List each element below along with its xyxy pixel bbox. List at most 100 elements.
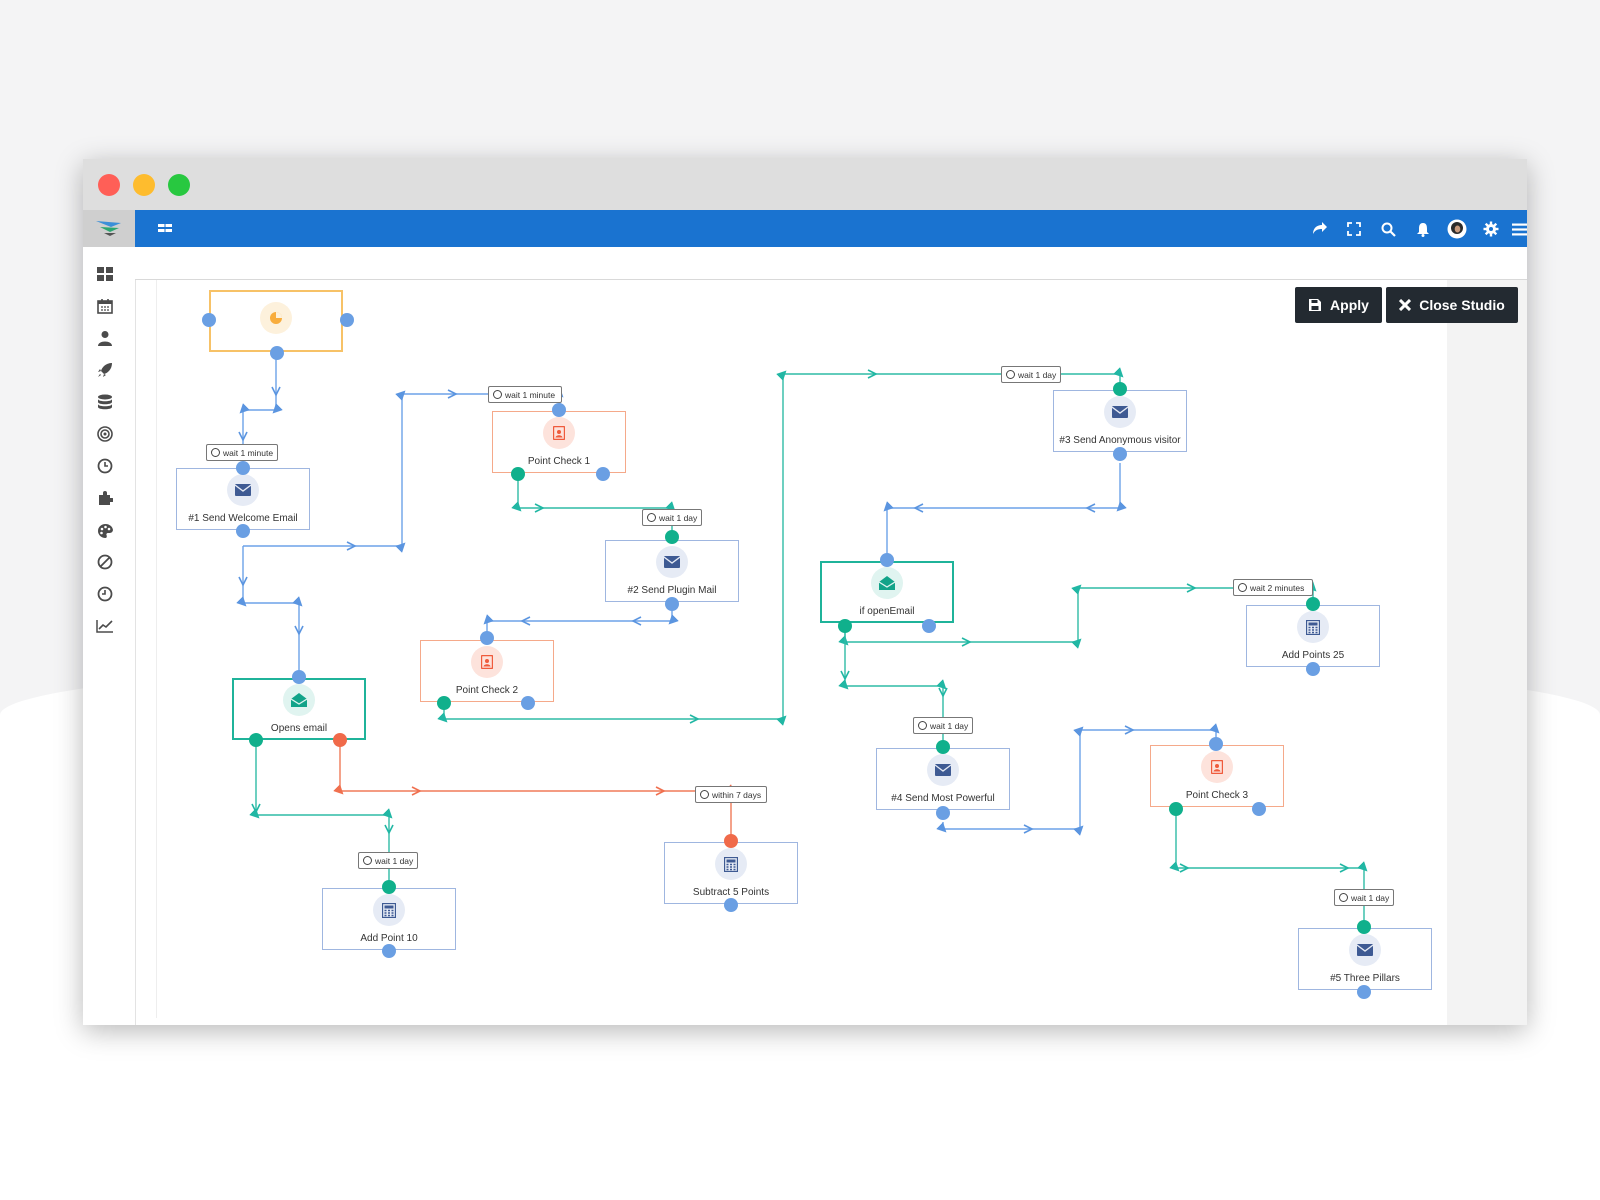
- connection-port[interactable]: [382, 944, 396, 958]
- contact-card-icon: [543, 417, 575, 449]
- connection-port[interactable]: [1113, 382, 1127, 396]
- bell-icon[interactable]: [1413, 219, 1433, 239]
- wait-label[interactable]: within 7 days: [695, 786, 767, 803]
- node-label: #5 Three Pillars: [1330, 973, 1400, 984]
- chart-line-icon[interactable]: [96, 617, 114, 635]
- node-send-plugin-mail[interactable]: #2 Send Plugin Mail: [605, 540, 739, 602]
- contact-card-icon: [471, 646, 503, 678]
- node-send-welcome-email[interactable]: #1 Send Welcome Email: [176, 468, 310, 530]
- node-point-check-3[interactable]: Point Check 3: [1150, 745, 1284, 807]
- wait-text: wait 1 day: [1018, 369, 1057, 380]
- node-send-most-powerful[interactable]: #4 Send Most Powerful: [876, 748, 1010, 810]
- node-label: Point Check 1: [527, 456, 591, 467]
- connection-port[interactable]: [724, 898, 738, 912]
- minimize-window-button[interactable]: [133, 174, 155, 196]
- app-logo[interactable]: [83, 210, 135, 247]
- avatar[interactable]: [1447, 219, 1467, 239]
- campaign-start-node[interactable]: [209, 290, 343, 352]
- node-add-points-25[interactable]: Add Points 25: [1246, 605, 1380, 667]
- menu-toggle-icon[interactable]: [155, 219, 175, 239]
- user-icon[interactable]: [96, 329, 114, 347]
- wait-text: wait 1 day: [1351, 892, 1390, 903]
- apply-button[interactable]: Apply: [1295, 287, 1382, 323]
- connection-port[interactable]: [521, 696, 535, 710]
- node-label: Opens email: [270, 723, 328, 734]
- history-icon[interactable]: [96, 585, 114, 603]
- connection-port[interactable]: [202, 313, 216, 327]
- connection-port[interactable]: [1357, 920, 1371, 934]
- connection-port[interactable]: [236, 524, 250, 538]
- node-add-point-10[interactable]: Add Point 10: [322, 888, 456, 950]
- connection-port[interactable]: [236, 461, 250, 475]
- connection-port[interactable]: [1306, 662, 1320, 676]
- connection-port[interactable]: [1209, 737, 1223, 751]
- node-three-pillars[interactable]: #5 Three Pillars: [1298, 928, 1432, 990]
- connection-port[interactable]: [665, 597, 679, 611]
- clock-icon[interactable]: [96, 457, 114, 475]
- node-opens-email[interactable]: Opens email: [232, 678, 366, 740]
- calculator-icon: [1297, 611, 1329, 643]
- node-subtract-5-points[interactable]: Subtract 5 Points: [664, 842, 798, 904]
- calendar-icon[interactable]: [96, 297, 114, 315]
- connection-port[interactable]: [270, 346, 284, 360]
- connection-port[interactable]: [880, 553, 894, 567]
- close-studio-button[interactable]: Close Studio: [1386, 287, 1518, 323]
- rocket-icon[interactable]: [96, 361, 114, 379]
- node-point-check-2[interactable]: Point Check 2: [420, 640, 554, 702]
- close-window-button[interactable]: [98, 174, 120, 196]
- database-icon[interactable]: [96, 393, 114, 411]
- connection-port[interactable]: [665, 530, 679, 544]
- connection-port[interactable]: [552, 403, 566, 417]
- connection-port[interactable]: [838, 619, 852, 633]
- wait-label[interactable]: wait 1 minute: [488, 386, 562, 403]
- open-envelope-icon: [871, 567, 903, 599]
- connection-port[interactable]: [1113, 447, 1127, 461]
- connection-port[interactable]: [596, 467, 610, 481]
- wait-label[interactable]: wait 1 day: [1334, 889, 1394, 906]
- wait-text: wait 1 day: [375, 855, 414, 866]
- clock-icon: [1238, 583, 1247, 592]
- node-point-check-1[interactable]: Point Check 1: [492, 411, 626, 473]
- wait-label[interactable]: wait 1 minute: [206, 444, 278, 461]
- puzzle-icon[interactable]: [96, 489, 114, 507]
- wait-label[interactable]: wait 1 day: [913, 717, 973, 734]
- connection-port[interactable]: [333, 733, 347, 747]
- node-label: #2 Send Plugin Mail: [627, 585, 717, 596]
- close-studio-label: Close Studio: [1419, 297, 1505, 313]
- connection-port[interactable]: [1306, 597, 1320, 611]
- hamburger-icon[interactable]: [1510, 219, 1527, 239]
- search-icon[interactable]: [1378, 219, 1398, 239]
- node-if-open-email[interactable]: if openEmail: [820, 561, 954, 623]
- wait-label[interactable]: wait 2 minutes: [1233, 579, 1313, 596]
- palette-icon[interactable]: [96, 521, 114, 539]
- connection-port[interactable]: [936, 740, 950, 754]
- wait-label[interactable]: wait 1 day: [642, 509, 702, 526]
- connection-port[interactable]: [922, 619, 936, 633]
- connection-port[interactable]: [382, 880, 396, 894]
- calculator-icon: [373, 894, 405, 926]
- connection-port[interactable]: [1357, 985, 1371, 999]
- node-label: #1 Send Welcome Email: [188, 513, 298, 524]
- window-titlebar: [83, 159, 1527, 210]
- connection-port[interactable]: [437, 696, 451, 710]
- share-icon[interactable]: [1310, 219, 1330, 239]
- dashboard-icon[interactable]: [96, 265, 114, 283]
- connection-port[interactable]: [1169, 802, 1183, 816]
- fullscreen-icon[interactable]: [1344, 219, 1364, 239]
- gear-icon[interactable]: [1481, 219, 1501, 239]
- connection-port[interactable]: [340, 313, 354, 327]
- connection-port[interactable]: [480, 631, 494, 645]
- connection-port[interactable]: [724, 834, 738, 848]
- connection-port[interactable]: [511, 467, 525, 481]
- connection-port[interactable]: [292, 670, 306, 684]
- connection-port[interactable]: [249, 733, 263, 747]
- ban-icon[interactable]: [96, 553, 114, 571]
- connection-port[interactable]: [936, 806, 950, 820]
- node-send-anonymous-visitor[interactable]: #3 Send Anonymous visitor: [1053, 390, 1187, 452]
- wait-label[interactable]: wait 1 day: [1001, 366, 1061, 383]
- connection-port[interactable]: [1252, 802, 1266, 816]
- wait-label[interactable]: wait 1 day: [358, 852, 418, 869]
- target-icon[interactable]: [96, 425, 114, 443]
- maximize-window-button[interactable]: [168, 174, 190, 196]
